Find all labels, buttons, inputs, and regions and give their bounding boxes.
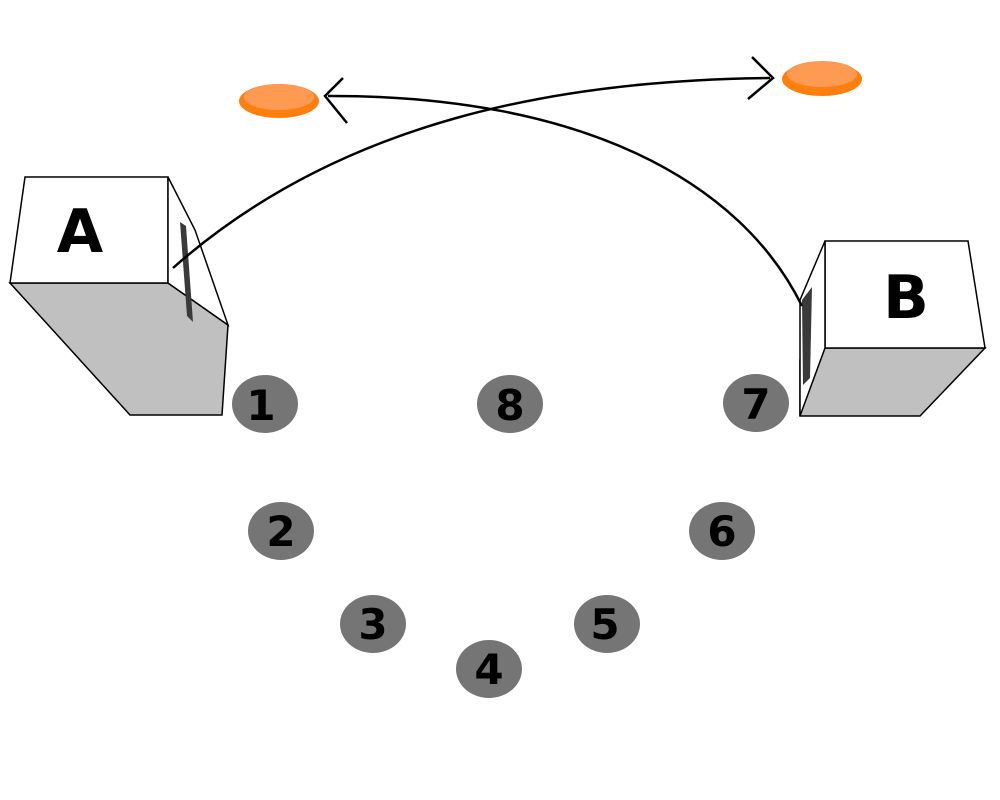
marker-8-label: 8 <box>495 381 524 430</box>
box-a-edge <box>167 176 230 327</box>
arrow-b-to-left-disc-head <box>323 77 348 124</box>
arrow-a-to-right-disc <box>172 76 771 269</box>
marker-6-label: 6 <box>707 507 736 556</box>
marker-2: 2 <box>248 502 314 560</box>
box-b-slot <box>802 287 812 385</box>
box-b: B <box>799 240 987 417</box>
arrow-a-to-right-disc-head <box>747 56 775 100</box>
marker-3-label: 3 <box>358 600 387 649</box>
marker-6: 6 <box>689 502 755 560</box>
marker-2-label: 2 <box>266 507 295 556</box>
marker-8: 8 <box>477 375 543 433</box>
marker-7-label: 7 <box>741 380 770 429</box>
marker-4-label: 4 <box>474 645 503 694</box>
marker-5-label: 5 <box>590 600 619 649</box>
marker-4: 4 <box>456 640 522 698</box>
marker-1: 1 <box>232 375 298 433</box>
left-disc <box>239 84 319 118</box>
marker-3: 3 <box>340 595 406 653</box>
box-b-label: B <box>883 263 929 333</box>
marker-7: 7 <box>723 374 789 432</box>
right-disc <box>782 61 862 96</box>
box-a-slot <box>180 222 193 322</box>
box-b-side <box>799 347 987 417</box>
position-markers: 1 2 3 4 5 6 7 8 <box>232 374 789 698</box>
marker-1-label: 1 <box>246 381 275 430</box>
box-a: A <box>8 176 230 416</box>
marker-5: 5 <box>574 595 640 653</box>
arrow-b-to-left-disc <box>327 94 804 307</box>
box-a-label: A <box>57 197 104 267</box>
